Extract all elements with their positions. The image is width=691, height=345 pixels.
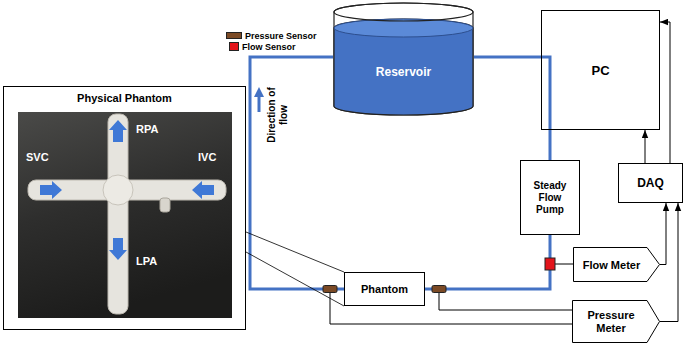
signal-wire	[330, 293, 572, 324]
legend-text: Flow Sensor	[242, 42, 296, 52]
flow-arrow	[109, 238, 127, 260]
flow-direction-label: Direction of flow	[266, 84, 290, 146]
tank-wall	[334, 3, 473, 115]
node-label: Pressure Meter	[576, 309, 646, 335]
meter-box: Flow Meter	[573, 247, 660, 282]
legend-row: Flow Sensor	[226, 41, 317, 52]
vessel-label: LPA	[136, 255, 157, 267]
signal-line	[645, 130, 646, 163]
phantom-stub	[160, 198, 170, 212]
tank-water	[334, 19, 473, 115]
cylinder-outline	[333, 2, 474, 116]
fluid-pipe	[474, 57, 550, 160]
phantom-photo	[18, 112, 232, 318]
tank-rim	[334, 3, 473, 21]
inset-panel: Physical Phantom	[3, 86, 246, 330]
signal-wire	[439, 293, 572, 310]
node-label: Physical Phantom	[77, 92, 172, 104]
legend: Pressure SensorFlow Sensor	[226, 30, 317, 52]
direction-arrow	[254, 87, 264, 112]
signal-line	[660, 203, 678, 322]
legend-swatch	[229, 42, 239, 51]
node-label: Flow Meter	[583, 259, 640, 271]
node-label: Reservoir	[376, 65, 431, 79]
daq-box: DAQ	[618, 163, 683, 203]
phantom-tube	[108, 114, 128, 314]
signal-wires	[330, 264, 573, 324]
meter-outline	[574, 248, 660, 282]
vessel-label: RPA	[136, 123, 158, 135]
callout-line	[246, 232, 344, 272]
fluid-pipe	[250, 57, 344, 289]
node-label: Phantom	[361, 283, 408, 295]
legend-row: Pressure Sensor	[226, 30, 317, 41]
water-surface	[334, 19, 473, 37]
signal-line	[660, 203, 666, 265]
vessel-label: SVC	[26, 151, 49, 163]
pressure-sensor	[323, 286, 337, 293]
signal-wire	[555, 264, 573, 265]
callout-line	[246, 252, 344, 306]
reservoir-tank: Reservoir	[333, 2, 474, 116]
sensors	[323, 258, 555, 293]
pressure-sensor	[432, 286, 446, 293]
node-label: DAQ	[637, 176, 664, 190]
legend-text: Pressure Sensor	[245, 31, 317, 41]
signal-line	[660, 22, 670, 163]
phantom-junction	[103, 175, 133, 205]
flow-arrow	[40, 181, 62, 199]
direction-arrow-head	[254, 87, 264, 97]
meter-box: Pressure Meter	[572, 300, 660, 343]
flow-arrow	[192, 181, 214, 199]
phantom-box: Phantom	[344, 272, 425, 306]
direction-arrow-shaft	[258, 95, 261, 112]
fluid-pipe	[425, 235, 550, 289]
computer-box: PC	[541, 10, 660, 130]
pump-box: Steady Flow Pump	[520, 160, 580, 235]
photo-background	[18, 112, 232, 318]
meter-outline	[573, 301, 660, 343]
node-label: PC	[591, 63, 609, 78]
vessel-label: IVC	[198, 151, 216, 163]
legend-swatch	[226, 32, 242, 39]
node-label: Steady Flow Pump	[525, 180, 575, 216]
flow-sensor	[545, 258, 555, 270]
flow-arrow	[109, 120, 127, 142]
